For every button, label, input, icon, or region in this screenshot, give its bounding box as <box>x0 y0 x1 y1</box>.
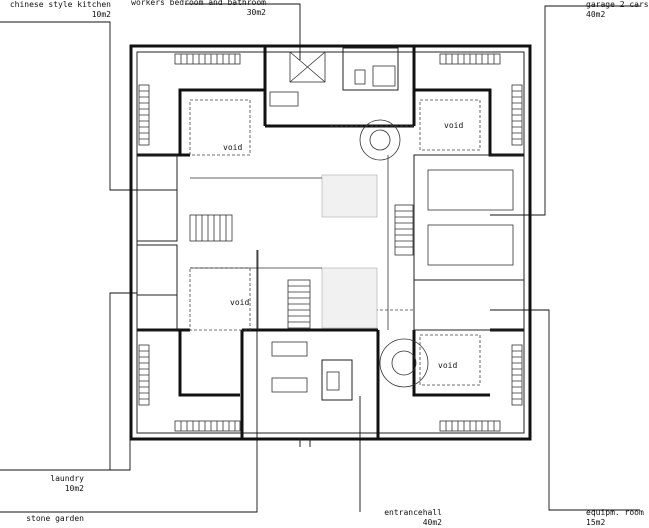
west-corridor-upper <box>136 154 178 242</box>
kitchen-name: chinese style kitchen <box>9 0 111 9</box>
outer-wall <box>129 44 532 441</box>
wc-fixture <box>326 371 340 391</box>
leader-garage <box>490 5 640 216</box>
garage-label: garage 2 cars 40m2 <box>586 0 649 20</box>
leader-equipment <box>490 309 640 511</box>
stair-band-ne <box>439 53 523 146</box>
stone-garden-label: stone garden <box>0 514 84 524</box>
round-table-south <box>379 338 429 388</box>
toilet <box>354 69 366 85</box>
equipment-label: equipm. room 15m2 <box>586 508 644 528</box>
stair-garage <box>394 204 414 256</box>
equipment-area: 15m2 <box>586 518 606 527</box>
central-skylight-north <box>321 174 378 218</box>
entrance-door <box>299 439 311 447</box>
void-label-se: void <box>438 361 457 370</box>
laundry-label: laundry 10m2 <box>0 474 84 494</box>
wc-entrance <box>321 359 353 401</box>
leader-stone-garden <box>0 250 258 513</box>
shower <box>372 65 396 87</box>
bed-cross <box>289 51 326 83</box>
stair-center <box>287 279 311 329</box>
void-nw-outline <box>189 99 251 156</box>
entrance-wall <box>240 328 380 439</box>
void-label-ne: void <box>444 121 463 130</box>
entrance-label: entrancehall 40m2 <box>360 508 442 528</box>
bathroom <box>342 47 399 91</box>
garage-name: garage 2 cars <box>586 0 649 9</box>
stair-band-se <box>439 344 523 432</box>
bed <box>289 51 326 83</box>
bench-1 <box>271 341 308 357</box>
void-label-sw: void <box>230 298 249 307</box>
west-corridor-lower <box>136 244 178 332</box>
void-label-nw: void <box>223 143 242 152</box>
stone-garden-name: stone garden <box>26 514 84 523</box>
leader-laundry <box>0 292 137 471</box>
equipment-name: equipm. room <box>586 508 644 517</box>
laundry-name: laundry <box>50 474 84 483</box>
stair-band-nw <box>138 53 241 146</box>
workers-label: workers bedroom and bathroom 30m2 <box>120 0 266 18</box>
garage-area: 40m2 <box>586 10 606 19</box>
workers-name: workers bedroom and bathroom <box>131 0 266 7</box>
round-table-north <box>359 119 401 161</box>
car-1 <box>427 169 514 211</box>
entrance-area: 40m2 <box>422 518 442 527</box>
central-skylight-south <box>321 267 378 329</box>
void-ne-outline <box>419 99 481 151</box>
void-se-outline <box>419 334 481 386</box>
bench-2 <box>271 377 308 393</box>
leader-kitchen <box>0 21 137 191</box>
leader-workers <box>185 3 301 60</box>
car-2 <box>427 224 514 266</box>
stair-nw <box>189 214 233 242</box>
garage-outline <box>413 154 525 281</box>
entrance-name: entrancehall <box>384 508 442 517</box>
sw-room-wall <box>137 328 240 397</box>
kitchen-area: 10m2 <box>91 10 111 19</box>
equipment-room <box>413 279 525 331</box>
dining-table <box>269 91 299 107</box>
inner-wall-line <box>136 51 525 434</box>
laundry-area: 10m2 <box>64 484 84 493</box>
workers-room-wall <box>263 46 416 128</box>
kitchen-label: chinese style kitchen 10m2 <box>0 0 111 20</box>
workers-area: 30m2 <box>246 8 266 17</box>
stair-band-sw <box>138 344 241 432</box>
